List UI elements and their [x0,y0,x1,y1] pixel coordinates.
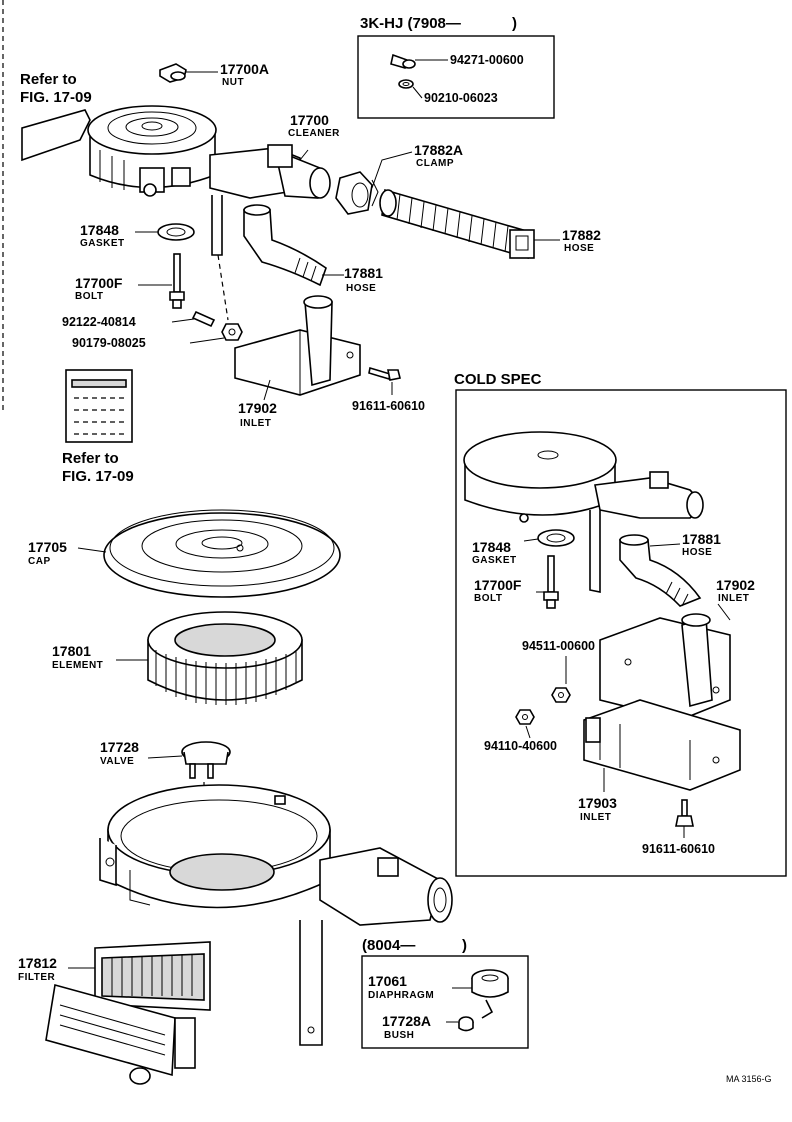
variant-box-frame [357,35,555,119]
cold-nut2-num: 94110-40600 [484,739,557,753]
cold-inlet2-num: 17903 [578,795,617,811]
cold-spec-cleaner-icon [463,431,704,593]
refer-mid-line1: Refer to [62,450,119,467]
label-screw-num: 91611-60610 [352,399,425,413]
refer-top: Refer to FIG. 17-09 [20,71,92,162]
label-gasket-num: 17848 [80,222,119,238]
cold-spec-inlet2-icon [583,699,741,791]
label-cleaner-num: 17700 [290,112,329,128]
label-gasket-name: GASKET [80,238,125,249]
cold-inlet2-name: INLET [580,812,611,823]
filter-element-icon [147,611,303,705]
diaphragm-box-title: (8004— [362,937,415,954]
diaphragm-box-title-close: ) [462,937,467,954]
valve-icon [181,741,231,779]
label-cap-name: CAP [28,556,51,567]
cold-spec-screw-icon [675,799,694,827]
label-stud-num: 92122-40814 [62,315,136,329]
cold-spec-bolt-icon [543,555,559,609]
diaphragm-box-frame [361,955,529,1049]
bush-name: BUSH [384,1030,414,1041]
wing-nut-icon [390,53,416,69]
cold-spec-hose-icon [619,534,702,607]
clamp-17882a-icon [335,171,379,215]
label-inlet-name: INLET [240,418,271,429]
label-cap-num: 17705 [28,539,67,555]
label-hose2-name: HOSE [346,283,376,294]
variant-box-title-close: ) [512,15,517,32]
stud-icon [191,310,216,328]
cold-gasket-name: GASKET [472,555,517,566]
label-filter-num: 17812 [18,955,57,971]
label-nut-name: NUT [222,77,244,88]
cap-icon [103,509,341,598]
cold-screw-num: 91611-60610 [642,842,715,856]
label-clamp-num: 17882A [414,142,463,158]
refer-top-line2: FIG. 17-09 [20,89,92,106]
cold-inlet-name: INLET [718,593,749,604]
label-hose-name: HOSE [564,243,594,254]
label-washer-num: 90179-08025 [72,336,146,350]
assembly-guide-line-1 [217,254,229,321]
bush-num: 17728A [382,1013,431,1029]
screw-icon [368,366,401,381]
refer-top-line1: Refer to [20,71,77,88]
cold-inlet-num: 17902 [716,577,755,593]
cold-spec-title: COLD SPEC [454,371,542,388]
label-element-name: ELEMENT [52,660,103,671]
label-hose-num: 17882 [562,227,601,243]
variant-box-3k-hj: 3K-HJ (7908— ) 94271-00600 90210-06023 [357,15,555,119]
refer-card-icon [65,369,133,443]
bush-icon [458,1016,474,1032]
label-valve-num: 17728 [100,739,139,755]
refer-top-arrow-icon [21,109,91,162]
label-valve-name: VALVE [100,756,134,767]
variant-item-2: 90210-06023 [424,91,498,105]
gasket-icon [157,223,195,241]
label-bolt-num: 17700F [75,275,123,291]
housing-icon [99,784,453,1046]
nut-washer-icon [221,323,243,341]
diaphragm-icon [471,969,509,1019]
cold-nut-num: 94511-00600 [522,639,595,653]
cold-spec-gasket-icon [537,529,575,547]
variant-item-1: 94271-00600 [450,53,524,67]
cold-spec-nut-icon [551,687,571,703]
inlet-17902-icon [234,295,361,396]
cold-spec-box: COLD SPEC 17848 GASKET 17881 HOSE [454,371,787,877]
cold-hose-num: 17881 [682,531,721,547]
bolt-icon [169,253,185,309]
washer-icon [398,79,414,89]
refer-mid-line2: FIG. 17-09 [62,468,134,485]
diaphragm-box: (8004— ) 17061 DIAPHRAGM 17728A BUSH [361,937,529,1049]
cold-spec-nut2-icon [515,709,535,725]
pre-filter-icon [45,941,211,1085]
cold-gasket-num: 17848 [472,539,511,555]
label-cleaner-name: CLEANER [288,128,340,139]
nut-17700a-icon [159,63,187,83]
label-inlet-num: 17902 [238,400,277,416]
label-nut-num: 17700A [220,61,269,77]
variant-box-title: 3K-HJ (7908— [360,15,461,32]
label-clamp-name: CLAMP [416,158,454,169]
cold-hose-name: HOSE [682,547,712,558]
cold-bolt-num: 17700F [474,577,522,593]
cold-bolt-name: BOLT [474,593,502,604]
label-filter-name: FILTER [18,972,56,983]
label-bolt-name: BOLT [75,291,103,302]
diaphragm-num: 17061 [368,973,407,989]
footer-code: MA 3156-G [726,1074,772,1084]
diaphragm-name: DIAPHRAGM [368,990,434,1001]
corrugated-hose-icon [379,188,535,260]
cold-spec-frame [455,389,787,877]
air-cleaner-icon [87,105,331,256]
label-element-num: 17801 [52,643,91,659]
cold-spec-inlet-icon [599,613,731,721]
label-hose2-num: 17881 [344,265,383,281]
bent-hose-icon [243,204,327,287]
